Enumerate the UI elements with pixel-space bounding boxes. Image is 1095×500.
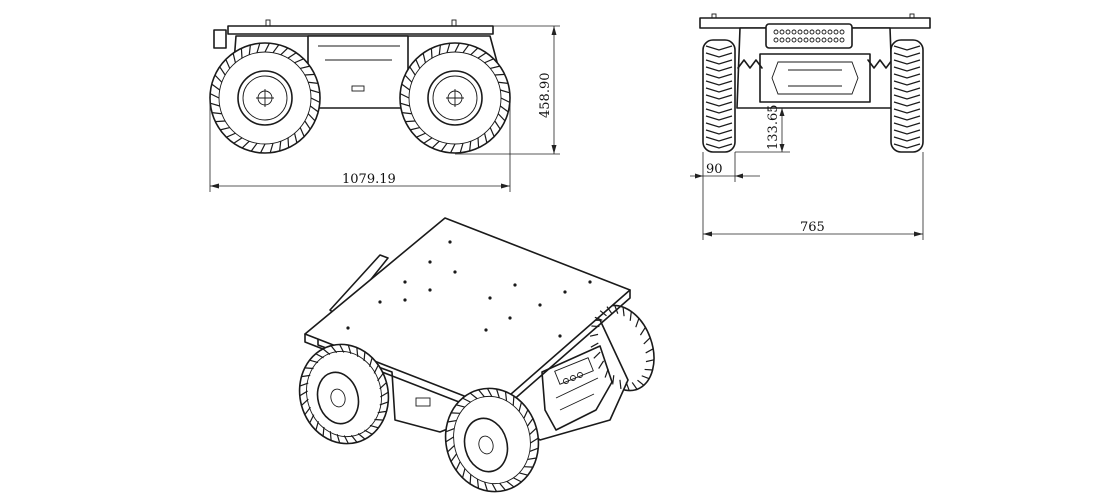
side-top-plate — [227, 25, 494, 35]
side-right-wheel — [399, 42, 511, 154]
iso-mount-holes — [346, 240, 592, 338]
side-center-housing — [307, 35, 409, 109]
front-connector — [765, 23, 853, 49]
front-panel — [759, 53, 871, 103]
length-dimension: 1079.19 — [209, 98, 511, 192]
height-dimension: 458.90 — [455, 25, 560, 155]
side-bumper-bracket — [213, 29, 227, 49]
side-view: 1079.19 458.90 — [209, 19, 560, 192]
length-label: 1079.19 — [342, 172, 396, 187]
clearance-label: 133.65 — [766, 105, 781, 151]
left-suspension-spring — [737, 59, 763, 69]
side-plate-post — [265, 19, 271, 27]
iso-port — [415, 397, 431, 407]
iso-panel-ports — [554, 357, 594, 385]
clearance-dimension: 133.65 — [735, 105, 790, 153]
iso-front-left-wheel — [298, 343, 390, 445]
side-left-wheel — [209, 42, 321, 154]
side-housing-detail — [318, 45, 400, 61]
side-plate-post — [451, 19, 457, 27]
iso-front-right-wheel — [444, 387, 540, 493]
right-suspension-spring — [867, 59, 893, 69]
isometric-view — [298, 217, 655, 493]
offset-label: 90 — [706, 162, 723, 177]
height-label: 458.90 — [538, 73, 553, 119]
connector-pins — [773, 29, 845, 43]
front-view: 133.65 90 765 — [690, 13, 931, 240]
width-dimension: 765 — [702, 152, 924, 240]
side-port — [351, 85, 365, 92]
width-label: 765 — [800, 220, 825, 235]
offset-dimension: 90 — [690, 152, 760, 182]
